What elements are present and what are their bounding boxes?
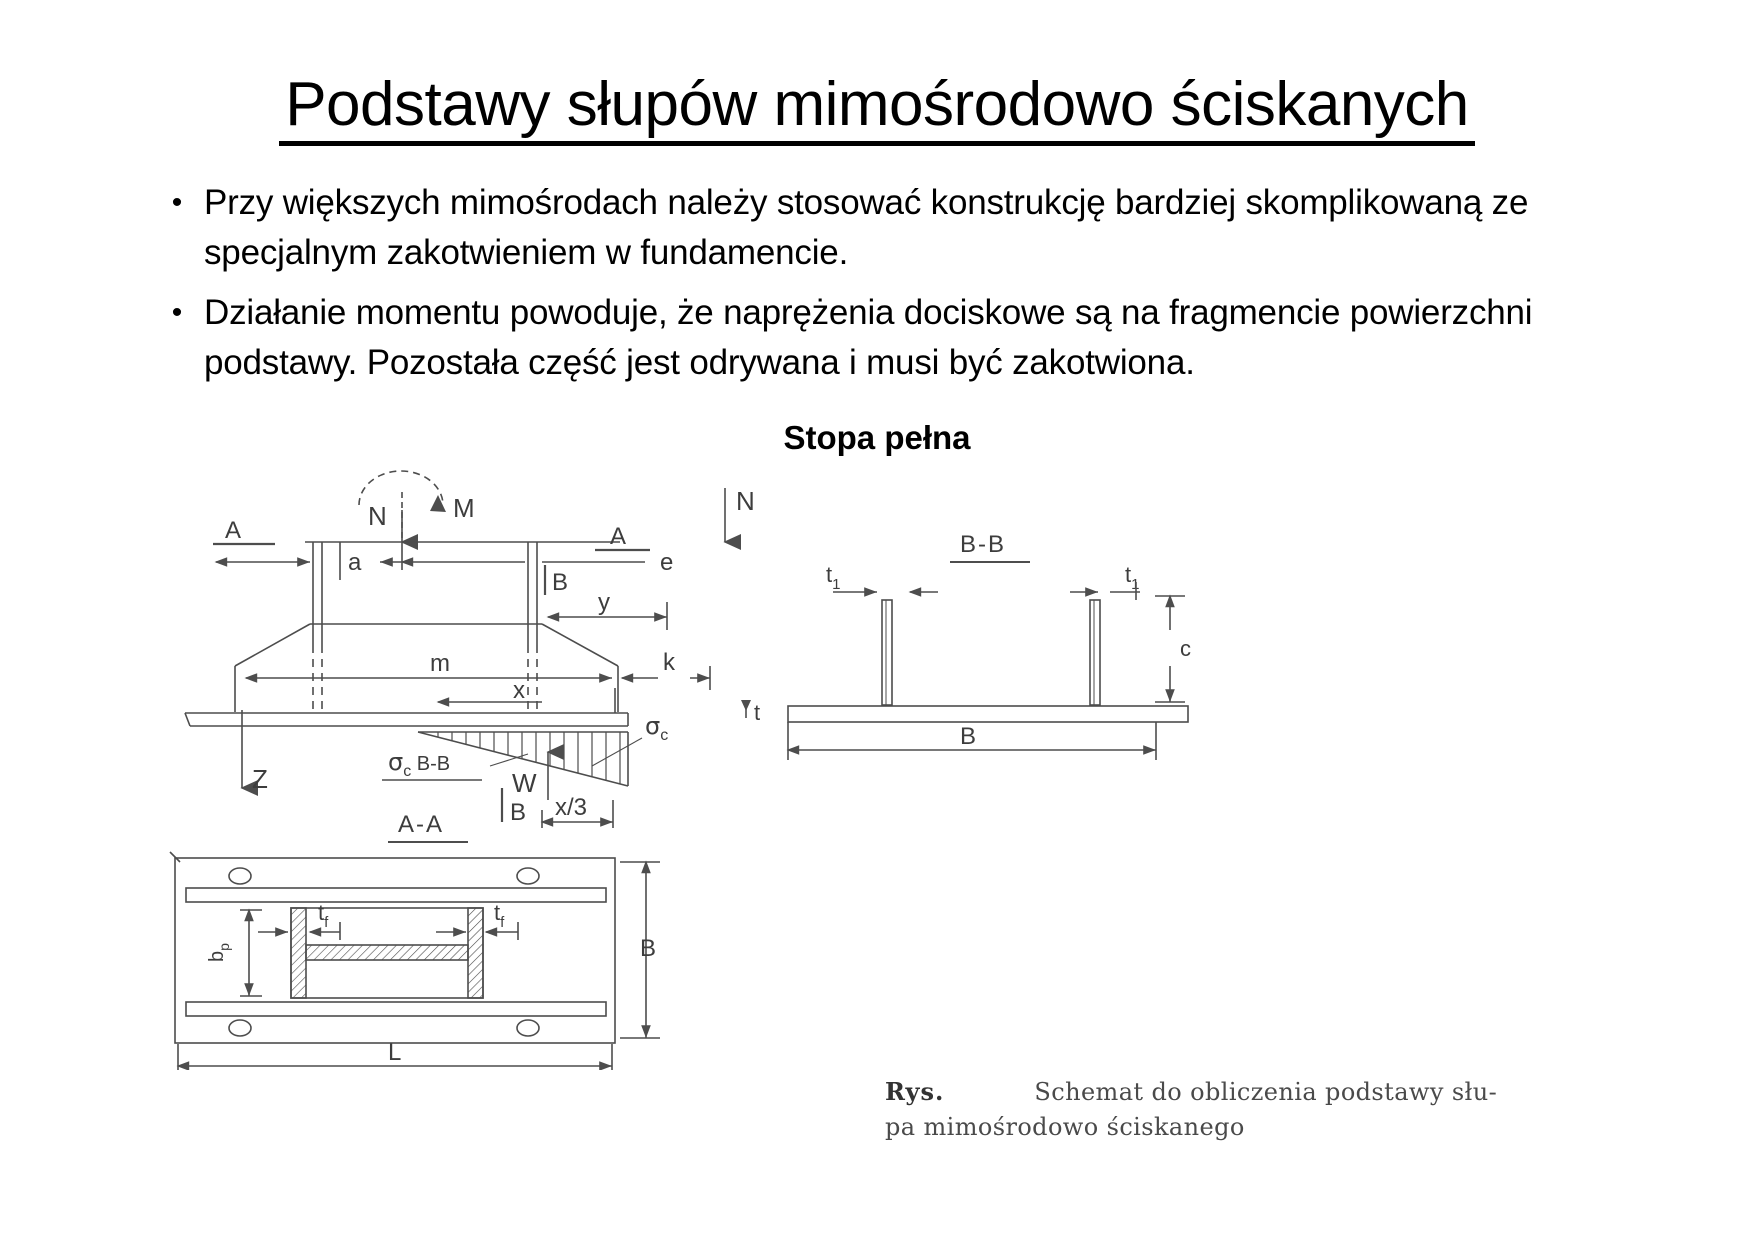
baseplate-bb (787, 705, 1189, 723)
plan-corner-bevel (169, 851, 181, 863)
section-aa-view: A-A (169, 811, 660, 1070)
sigma-bb-leader (489, 753, 529, 767)
dim-label-L: L (388, 1039, 401, 1066)
dim-label-t1-left: t1 (826, 562, 840, 593)
engineering-figure: M N (150, 470, 1610, 1070)
section-mark-A-left: A (225, 517, 241, 544)
dim-label-t: t (754, 700, 760, 725)
plan-strip-top (185, 887, 607, 903)
bolt-hole-bottom-right (516, 1019, 540, 1037)
dim-label-k: k (663, 649, 676, 676)
stress-label-sigma-c: σc (645, 712, 668, 744)
dim-label-x3: x/3 (555, 794, 587, 821)
rib-left (881, 599, 893, 706)
section-mark-B-bottom: B (510, 799, 526, 826)
stress-label-sigma-c-bb: σc B-B (388, 748, 450, 780)
stress-hypotenuse (417, 731, 629, 787)
dim-label-t1-right: t1 (1125, 562, 1139, 593)
bolt-hole-top-left (228, 867, 252, 885)
section-mark-B-top: B (552, 569, 568, 596)
plan-baseplate-outline (174, 857, 616, 1044)
footing-right-slope (541, 623, 619, 667)
section-mark-A-right: A (610, 523, 626, 550)
figure-caption-line-2: pa mimośrodowo ściskanego (885, 1112, 1245, 1141)
dim-label-bp: bp (206, 943, 232, 962)
bolt-hole-top-right (516, 867, 540, 885)
plan-column-web (305, 944, 469, 961)
dim-label-m: m (430, 650, 450, 677)
plan-column-flange-right (467, 907, 484, 999)
dim-label-tf-left: tf (318, 900, 329, 931)
bullet-text: Przy większych mimośrodach należy stosow… (204, 183, 1529, 272)
list-item: • Działanie momentu powoduje, że napręże… (150, 288, 1610, 388)
elevation-view: M N (184, 470, 711, 828)
dim-label-a: a (348, 549, 362, 576)
dim-label-e: e (660, 549, 673, 576)
section-bb-view: N B-B t1 t1 (723, 486, 1191, 760)
rib-right (1089, 599, 1101, 706)
dim-arrow-t (741, 700, 751, 711)
dim-label-tf-right: tf (494, 900, 505, 931)
label-force-N-right: N (736, 486, 755, 516)
moment-arrow-head (430, 495, 446, 512)
bolt-hole-bottom-left (228, 1019, 252, 1037)
plan-column-flange-left (290, 907, 307, 999)
label-moment-M: M (453, 493, 475, 523)
section-title-bb: B-B (960, 531, 1006, 558)
stress-hatch-group (437, 732, 621, 784)
baseplate-edge (184, 712, 191, 727)
section-title-aa: A-A (398, 811, 444, 838)
bullet-dot-icon: • (171, 186, 183, 219)
label-force-N: N (368, 501, 387, 531)
sigma-c-leader (591, 737, 643, 767)
label-force-Z: Z (252, 764, 268, 794)
dim-label-c: c (1180, 636, 1191, 661)
figure-caption-line-1: Rys. Schemat do obliczenia podstawy słu- (885, 1075, 1525, 1110)
figure-caption-prefix: Rys. (885, 1077, 945, 1106)
footing-left-slope (234, 623, 311, 667)
dim-label-y: y (598, 589, 610, 616)
page-title: Podstawy słupów mimośrodowo ściskanych (279, 72, 1475, 147)
plan-strip-bottom (185, 1001, 607, 1017)
bullet-list: • Przy większych mimośrodach należy stos… (150, 178, 1610, 398)
dim-label-B-bb: B (960, 723, 976, 750)
figure-caption-text-1: Schemat do obliczenia podstawy słu- (1034, 1078, 1498, 1106)
moment-arc-icon (358, 470, 444, 506)
dim-label-x: x (513, 677, 525, 704)
bullet-dot-icon: • (171, 296, 183, 329)
dim-label-B-plan: B (640, 935, 656, 962)
section-subheading: Stopa pełna (783, 419, 971, 456)
list-item: • Przy większych mimośrodach należy stos… (150, 178, 1610, 278)
label-force-W: W (512, 768, 537, 798)
figure-caption: Rys. Schemat do obliczenia podstawy słu-… (885, 1075, 1525, 1145)
page-title-container: Podstawy słupów mimośrodowo ściskanych (0, 72, 1754, 147)
figure-drawing: M N (169, 470, 1191, 1070)
bullet-text: Działanie momentu powoduje, że naprężeni… (204, 293, 1533, 382)
